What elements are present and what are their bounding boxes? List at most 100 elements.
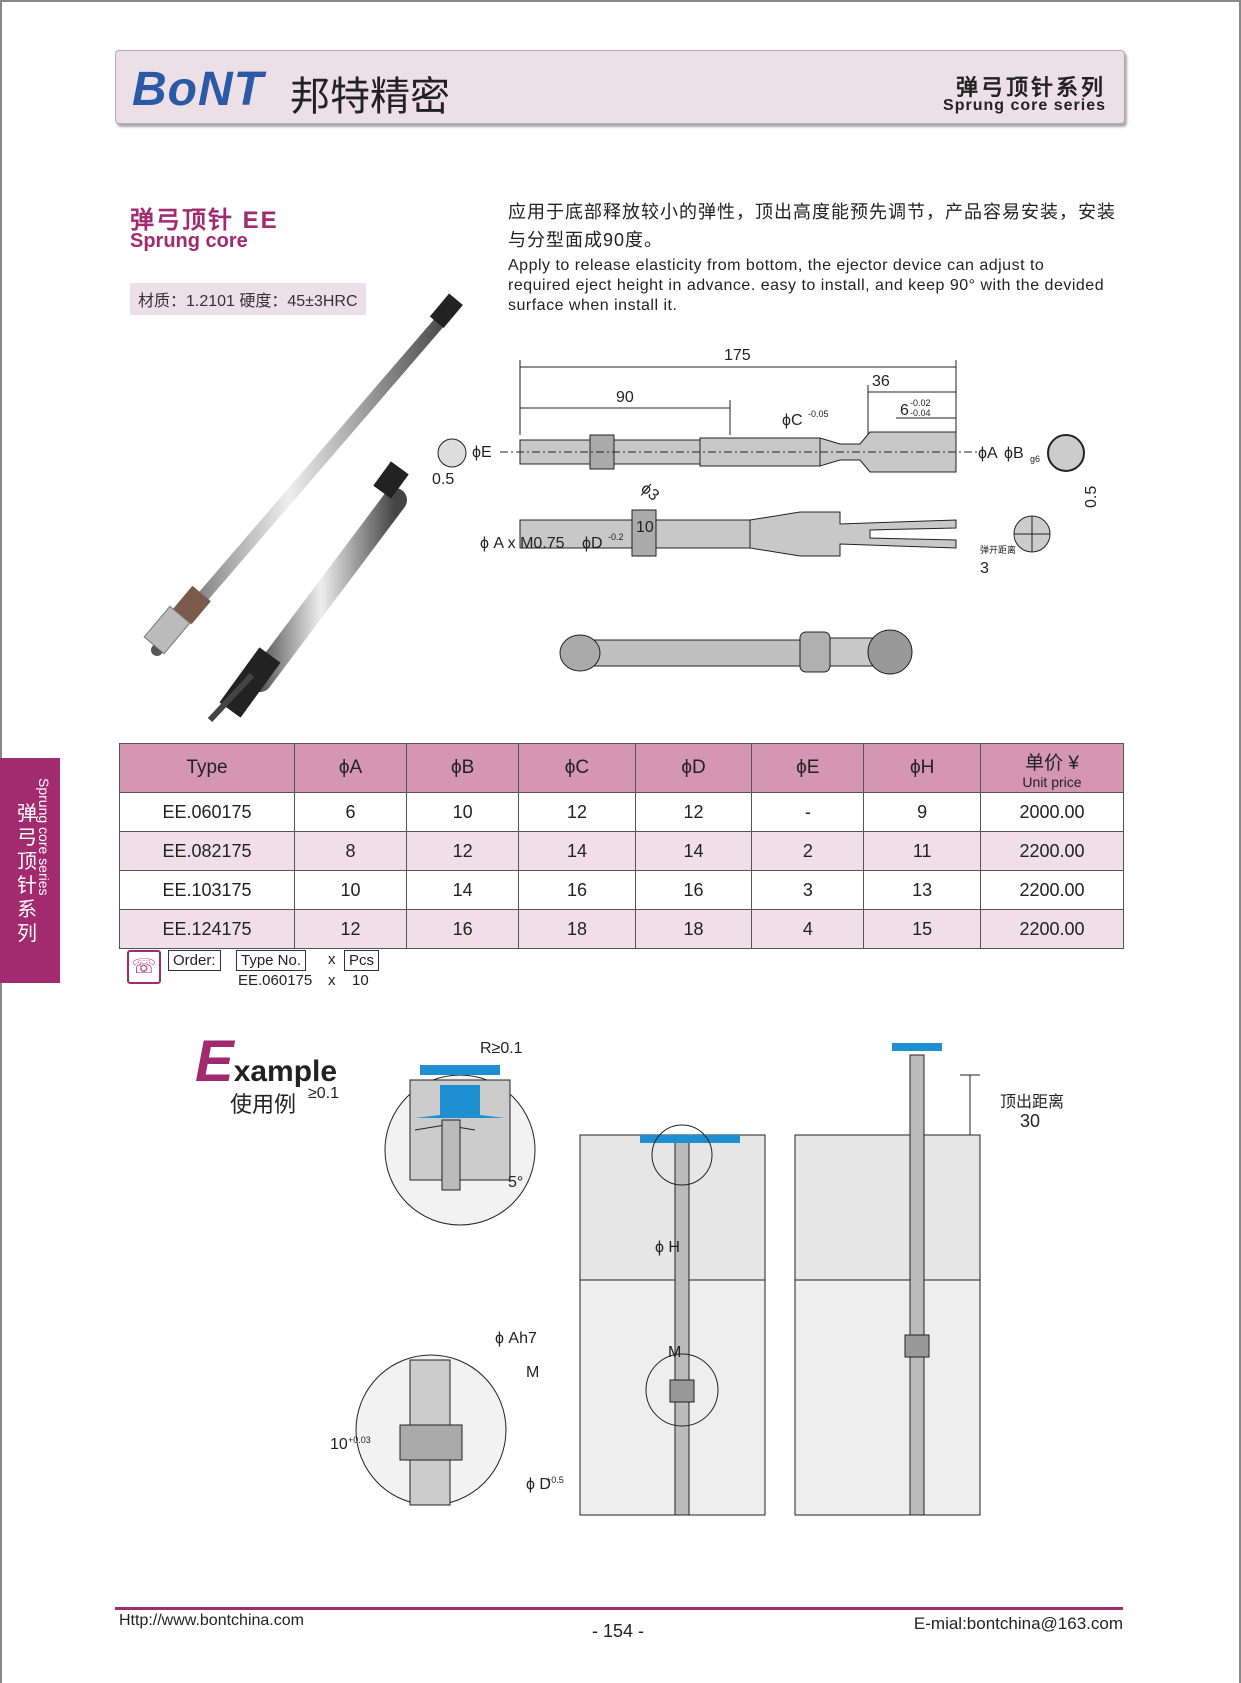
page-number: - 154 -	[592, 1621, 645, 1641]
m-mark-bottom: M	[526, 1364, 539, 1381]
long-pin-image	[143, 293, 463, 656]
description-en: Apply to release elasticity from bottom,…	[508, 257, 1105, 314]
technical-drawing: 175 90 36 6 -0.02 -0.04 ϕC -0.05 ϕE ϕA ϕ…	[432, 347, 1100, 675]
order-pcs: Pcs	[344, 950, 380, 971]
cell-h: 15	[863, 909, 981, 949]
dim-05-left: 0.5	[432, 471, 454, 488]
eject-distance-label: 顶出距离	[1000, 1093, 1064, 1111]
table-row: EE.082175 8 12 14 14 2 11 2200.00	[119, 831, 1124, 871]
cell-d: 12	[634, 792, 753, 832]
product-subtitle: Sprung core	[130, 230, 248, 252]
series-title-cn: 弹弓顶针系列	[955, 75, 1106, 100]
page-frame-right	[1239, 0, 1241, 1683]
footer-url[interactable]: Http://www.bontchina.com	[119, 1612, 304, 1629]
brand-name-cn: 邦特精密	[290, 74, 450, 120]
cell-type: EE.124175	[119, 909, 295, 949]
cell-type: EE.103175	[119, 870, 295, 910]
phi-d-label: ϕ D	[526, 1476, 551, 1493]
dim-05-right: 0.5	[1083, 486, 1100, 508]
phi-ah7-label: ϕ Ah7	[495, 1330, 537, 1347]
table-row: EE.060175 6 10 12 12 - 9 2000.00	[119, 792, 1124, 832]
dim-90: 90	[616, 389, 634, 406]
dim-6-tol-lo: -0.04	[910, 408, 931, 418]
cell-c: 14	[518, 831, 636, 871]
price-header-en: Unit price	[1022, 773, 1082, 790]
example-title-cn: 使用例	[230, 1092, 297, 1117]
cell-b: 12	[406, 831, 520, 871]
cell-b: 10	[406, 792, 520, 832]
cell-c: 12	[518, 792, 636, 832]
page-frame-top	[0, 0, 1241, 2]
spec-table: Type ϕA ϕB ϕC ϕD ϕE ϕH 单价 ¥ Unit price E…	[119, 743, 1124, 949]
dim-phi-c: ϕC	[782, 412, 803, 429]
cell-a: 6	[293, 792, 408, 832]
cell-e: 2	[751, 831, 865, 871]
dim-phi-e: ϕE	[472, 444, 492, 461]
side-tab: 弹弓顶针系列 Sprung core series	[0, 758, 60, 983]
cell-a: 10	[293, 870, 408, 910]
dim-thread: ϕ A x M0.75	[480, 535, 565, 552]
table-row: EE.103175 10 14 16 16 3 13 2200.00	[119, 870, 1124, 910]
cell-price: 2200.00	[980, 831, 1124, 871]
example-title: Example	[195, 1028, 337, 1095]
example-title-rest: xample	[233, 1055, 338, 1088]
col-phi-d: ϕD	[634, 743, 753, 793]
product-title: 弹弓顶针 EE	[130, 207, 279, 234]
short-pin-image	[207, 461, 409, 723]
dim-phi-d: ϕD	[582, 535, 603, 552]
col-unit-price: 单价 ¥ Unit price	[980, 743, 1124, 793]
cell-h: 9	[863, 792, 981, 832]
series-title-en: Sprung core series	[943, 97, 1106, 114]
cell-h: 13	[863, 870, 981, 910]
angle-label: 5°	[508, 1174, 523, 1191]
dim-phi-a: ϕA	[978, 445, 998, 462]
radius-label: R≥0.1	[480, 1040, 523, 1057]
cell-type: EE.082175	[119, 831, 295, 871]
ten-label: 10	[330, 1436, 348, 1453]
example-title-initial: E	[195, 1029, 234, 1094]
cell-price: 2200.00	[980, 909, 1124, 949]
dim-36: 36	[872, 373, 890, 390]
brand-logo: BoNT	[132, 63, 264, 116]
order-label: Order:	[168, 950, 221, 971]
eject-distance-value: 30	[1020, 1111, 1040, 1131]
cell-e: 3	[751, 870, 865, 910]
cell-h: 11	[863, 831, 981, 871]
cell-b: 14	[406, 870, 520, 910]
cell-price: 2200.00	[980, 870, 1124, 910]
dim-10: 10	[636, 519, 654, 536]
description-cn: 应用于底部释放较小的弹性，顶出高度能预先调节，产品容易安装，安装与分型面成90度…	[508, 202, 1116, 250]
side-tab-en: Sprung core series	[36, 778, 52, 896]
phi-d-tol: +0.5	[546, 1475, 564, 1485]
dim-phi-c-tol: -0.05	[808, 409, 829, 419]
order-example-type: EE.060175	[238, 972, 313, 989]
cell-d: 14	[634, 831, 753, 871]
order-x: x	[328, 951, 336, 968]
order-type-no: Type No.	[236, 950, 307, 971]
ten-tol: +0.03	[348, 1435, 371, 1445]
price-header-cn: 单价 ¥	[1025, 752, 1079, 774]
cell-d: 18	[634, 909, 753, 949]
example-drawing: R≥0.1 ≥0.1 5° ϕ H ϕ Ah7 M M 10 +0.03 ϕ D…	[308, 1040, 1064, 1516]
dim-phi-b: ϕB	[1004, 445, 1024, 462]
dim-phi-b-tol: g6	[1030, 454, 1040, 464]
col-phi-a: ϕA	[293, 743, 408, 793]
order-example-x: x	[328, 972, 336, 989]
dim-175: 175	[724, 347, 751, 364]
product-photo	[143, 293, 463, 723]
col-type: Type	[119, 743, 295, 793]
cell-c: 18	[518, 909, 636, 949]
m-mark-assembly: M	[668, 1344, 681, 1361]
cell-a: 12	[293, 909, 408, 949]
cell-a: 8	[293, 831, 408, 871]
header-bar	[115, 50, 1125, 124]
dim-6-tol-hi: -0.02	[910, 398, 931, 408]
col-phi-b: ϕB	[406, 743, 520, 793]
table-row: EE.124175 12 16 18 18 4 15 2200.00	[119, 909, 1124, 949]
footer-email[interactable]: E-mial:bontchina@163.com	[913, 1614, 1123, 1633]
open-distance-label: 弹开距离	[980, 544, 1016, 555]
phone-icon: ☏	[127, 950, 161, 984]
footer-divider	[115, 1607, 1123, 1610]
dim-6: 6	[900, 402, 909, 419]
cell-type: EE.060175	[119, 792, 295, 832]
